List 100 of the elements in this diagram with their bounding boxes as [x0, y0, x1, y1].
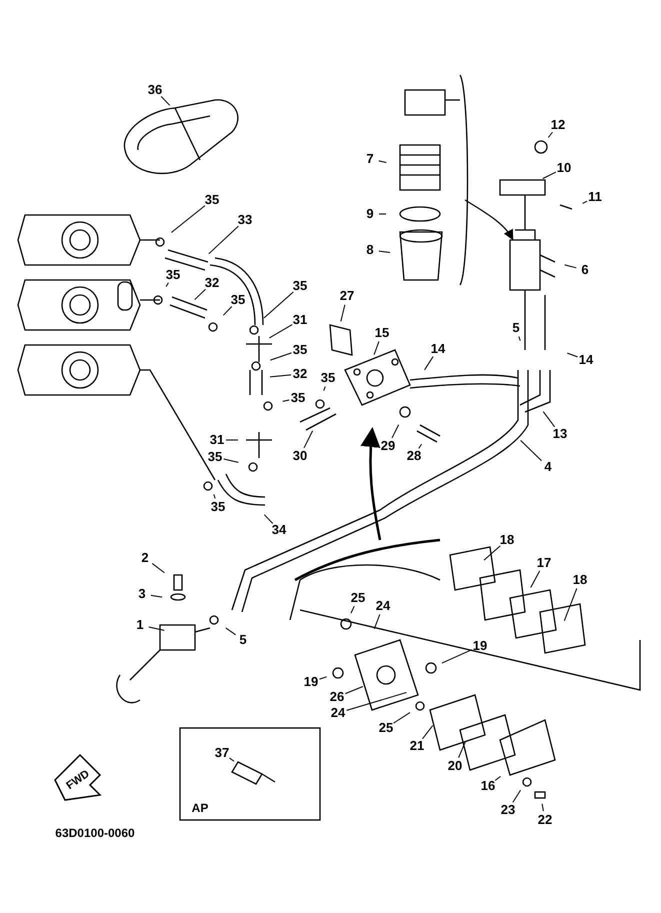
leader-line: [319, 676, 328, 680]
callout-number: 31: [210, 433, 224, 447]
callout-number: 18: [500, 533, 514, 547]
leader-line: [344, 686, 364, 694]
callout-number: 26: [330, 690, 344, 704]
leader-line: [323, 386, 326, 392]
leader-line: [268, 324, 293, 338]
leader-line: [194, 288, 206, 300]
leader-line: [166, 282, 169, 288]
callout-number: 6: [581, 263, 589, 277]
leader-line: [208, 226, 239, 254]
leader-line: [582, 200, 588, 204]
leader-line: [530, 570, 540, 588]
callout-number: 13: [552, 427, 568, 441]
leader-line: [350, 606, 355, 614]
callout-number: 22: [538, 813, 552, 827]
callout-number: 14: [578, 353, 594, 367]
leader-line: [263, 291, 294, 319]
callout-number: 15: [374, 326, 390, 340]
callout-number: 14: [430, 342, 446, 356]
leader-line: [393, 712, 410, 724]
callout-number: 17: [536, 556, 552, 570]
leader-line: [542, 803, 544, 812]
leader-line: [269, 374, 292, 378]
leader-line: [392, 424, 400, 438]
callout-number: 24: [330, 706, 346, 720]
leader-line: [494, 776, 501, 781]
leader-line: [223, 458, 239, 463]
callout-number: 1: [136, 618, 144, 632]
leader-line: [548, 132, 553, 138]
callout-number: 27: [340, 289, 354, 303]
leader-line: [484, 545, 501, 561]
callout-number: 35: [292, 343, 308, 357]
callout-number: 9: [366, 207, 374, 221]
callout-number: 18: [572, 573, 588, 587]
callout-number: 34: [272, 523, 286, 537]
leader-line: [458, 742, 466, 758]
leader-line: [160, 96, 170, 106]
leader-line: [374, 340, 380, 356]
callout-number: 16: [480, 779, 496, 793]
callout-number: 7: [366, 152, 374, 166]
leader-line: [542, 172, 556, 180]
callout-number: 23: [500, 803, 516, 817]
leader-line: [340, 304, 346, 322]
leader-line: [564, 264, 577, 268]
callout-number: 12: [550, 118, 566, 132]
callout-number: 5: [239, 633, 247, 647]
leader-line: [148, 626, 165, 631]
callout-number: 10: [556, 161, 572, 175]
leader-line: [564, 588, 578, 622]
callout-number: 35: [320, 371, 336, 385]
leader-line: [264, 514, 274, 524]
leader-line: [304, 430, 314, 448]
leader-line: [378, 250, 391, 253]
callout-number: 37: [214, 746, 230, 760]
callout-number: 21: [410, 739, 424, 753]
leader-line: [422, 725, 434, 740]
callout-number: 8: [366, 243, 374, 257]
callout-number: 30: [292, 449, 308, 463]
leader-line: [150, 594, 163, 598]
callout-number: 5: [512, 321, 520, 335]
leader-line: [418, 444, 422, 449]
callout-number: 35: [210, 500, 226, 514]
leader-line: [213, 494, 216, 499]
leader-line: [282, 399, 290, 402]
callout-number: 3: [138, 587, 146, 601]
callout-number: 35: [230, 293, 246, 307]
callout-number: 20: [448, 759, 462, 773]
leader-line: [170, 205, 206, 233]
leader-line: [222, 306, 232, 316]
leader-line: [225, 627, 236, 636]
callout-number: 35: [290, 391, 306, 405]
callout-number: 35: [292, 279, 308, 293]
leader-line: [346, 692, 407, 711]
callout-number: 19: [472, 639, 488, 653]
callout-number: 11: [588, 190, 602, 204]
leader-line: [542, 411, 556, 428]
leader-line: [152, 562, 165, 574]
leader-line: [270, 352, 292, 361]
callout-number: 36: [148, 83, 162, 97]
callout-number: 35: [166, 268, 180, 282]
callout-number: 35: [204, 193, 220, 207]
callout-number: 32: [204, 276, 220, 290]
leader-line: [520, 440, 542, 462]
callout-number: 25: [350, 591, 366, 605]
callout-number: 25: [378, 721, 394, 735]
variant-label: AP: [192, 801, 208, 815]
leader-line: [441, 649, 472, 664]
callout-number: 33: [238, 213, 252, 227]
callout-number: 19: [304, 675, 318, 689]
callout-number: 24: [376, 599, 390, 613]
leader-line: [378, 160, 387, 163]
callout-number: 32: [292, 367, 308, 381]
callout-number: 2: [141, 551, 149, 565]
leader-line: [518, 336, 521, 342]
callout-number: 29: [380, 439, 396, 453]
callout-number: 28: [406, 449, 422, 463]
callout-number: 35: [208, 450, 222, 464]
callout-number: 4: [544, 460, 552, 474]
leader-line: [228, 758, 235, 762]
